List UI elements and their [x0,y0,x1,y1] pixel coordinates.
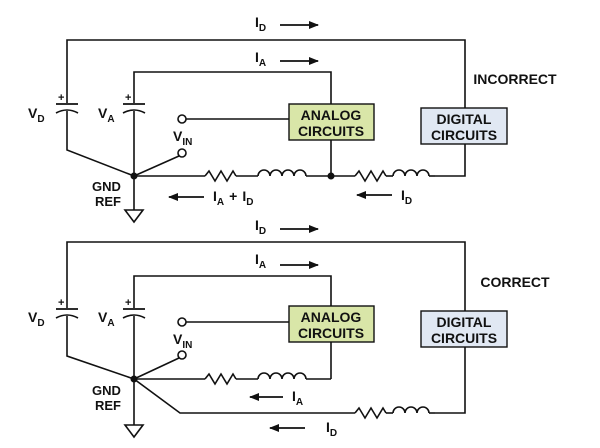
digital-box-label-line1: DIGITAL [437,111,492,127]
return-id-label: ID [401,187,412,207]
vd-ground-wire [66,316,135,380]
vin-terminal [177,114,187,124]
return-id-label: ID [326,419,337,439]
current-id-label: ID [255,217,266,237]
vin-terminal [177,317,187,327]
digital-box-label-line2: CIRCUITS [431,127,497,143]
return-sum-label: IA+ID [213,188,253,208]
correct-heading: CORRECT [480,274,550,290]
digital-box-label-line2: CIRCUITS [431,330,497,346]
vin-label: VIN [173,128,192,148]
va-supply-wire [133,71,332,104]
analog-box-label-line2: CIRCUITS [298,325,364,341]
analog-box-label-line1: ANALOG [301,309,362,325]
va-capacitor: + [122,92,146,114]
current-ia-label: IA [255,49,266,69]
gnd-label-line1: GND [92,383,121,398]
vin-label: VIN [173,331,192,351]
analog-circuits-box [288,103,375,141]
vd-ground-wire [66,111,135,177]
digital-circuits-box [420,107,508,145]
correct-circuit: CORRECT ID IA + VD + VA VIN ANALOG CIRCU… [28,217,550,439]
vd-supply-wire [66,39,466,108]
incorrect-heading: INCORRECT [473,71,557,87]
vd-capacitor: + [55,297,79,319]
va-label: VA [98,309,115,329]
vin-ground-terminal [177,350,187,360]
analog-circuits-box [288,305,375,343]
current-id-label: ID [255,14,266,34]
vin-ground-wire [133,155,180,177]
ground-symbol [123,209,145,224]
gnd-label-line1: GND [92,179,121,194]
digital-return-wire [435,144,466,177]
gnd-label-line2: REF [95,398,121,413]
svg-text:+: + [125,92,131,104]
svg-text:+: + [58,92,64,104]
vd-supply-wire [66,241,466,311]
current-ia-label: IA [255,251,266,271]
digital-circuits-box [420,310,508,348]
svg-text:+: + [125,297,131,309]
vd-capacitor: + [55,92,79,114]
vin-ground-terminal [177,148,187,158]
analog-return-node [327,172,335,180]
vd-label: VD [28,105,45,125]
svg-text:+: + [58,297,64,309]
digital-return-path [133,347,466,420]
vin-ground-wire [133,357,180,380]
vd-label: VD [28,309,45,329]
va-supply-wire [133,275,332,308]
va-label: VA [98,105,115,125]
va-capacitor: + [122,297,146,319]
return-ia-label: IA [292,388,303,408]
analog-box-label-line1: ANALOG [301,107,362,123]
ground-symbol [123,424,145,439]
gnd-label-line2: REF [95,194,121,209]
shared-return-path [134,169,435,183]
analog-box-label-line2: CIRCUITS [298,123,364,139]
analog-return-path [134,342,332,386]
incorrect-circuit: INCORRECT ID IA + VD + VA VIN [28,14,557,224]
digital-box-label-line1: DIGITAL [437,314,492,330]
